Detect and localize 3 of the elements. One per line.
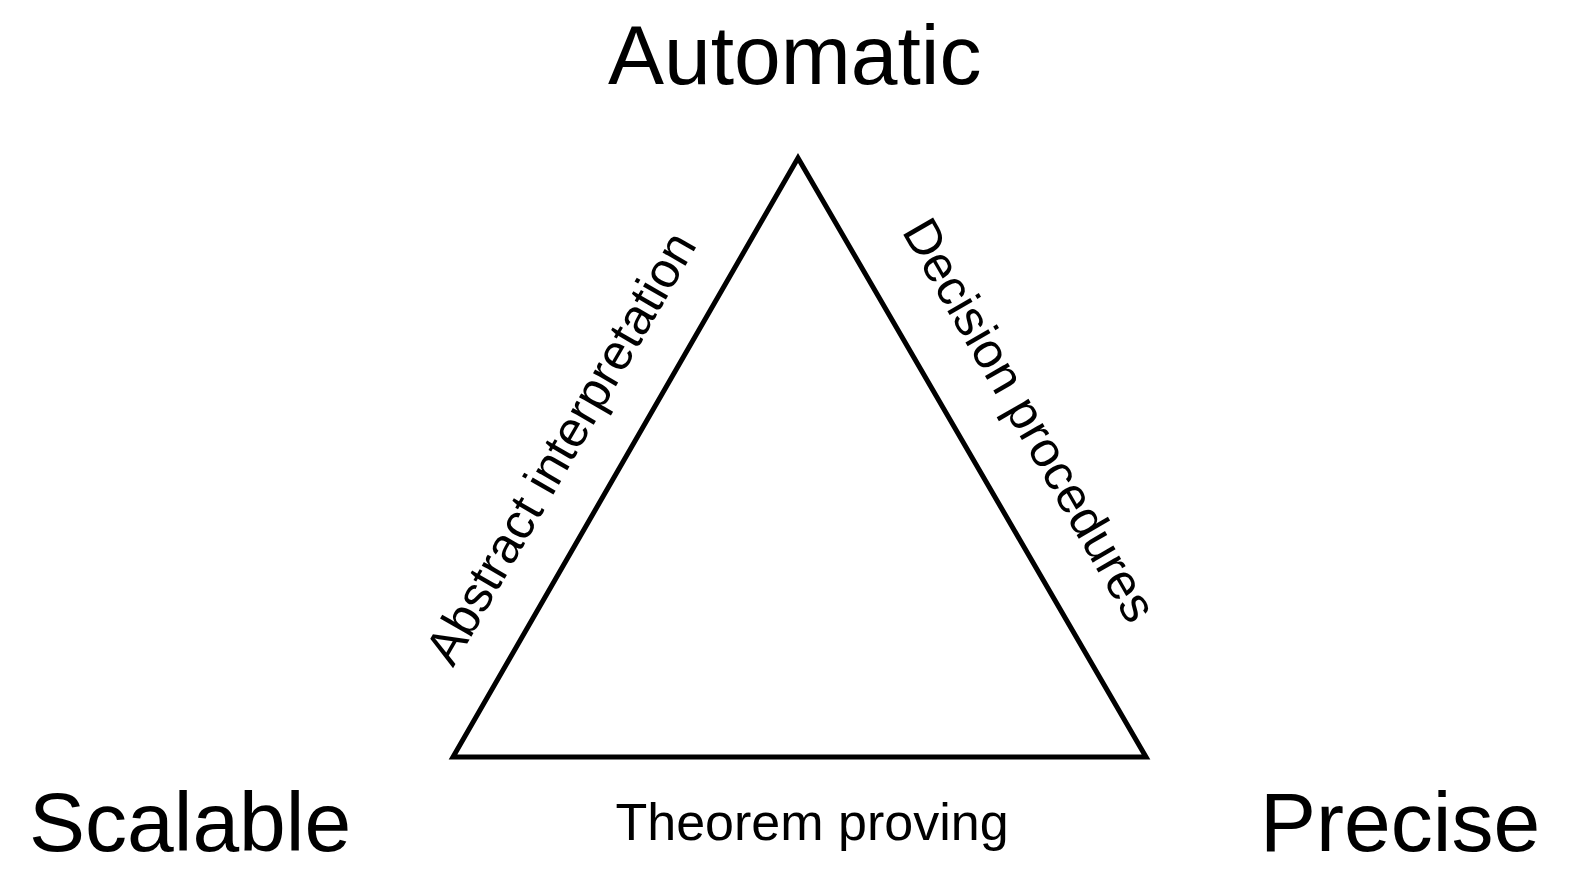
corner-label: Automatic: [608, 13, 982, 97]
corner-label: Scalable: [29, 780, 352, 864]
corner-label: Precise: [1260, 780, 1541, 864]
